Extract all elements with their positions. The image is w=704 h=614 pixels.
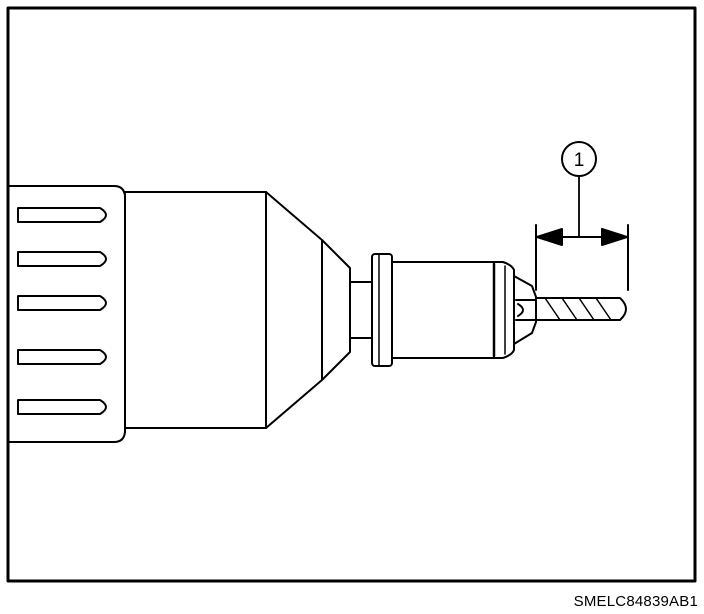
figure-frame <box>6 6 697 583</box>
callout-1-label: 1 <box>574 150 585 171</box>
drill-body <box>124 191 267 429</box>
dimension-marker <box>535 175 629 291</box>
drill-bit <box>535 297 627 321</box>
chuck-jaws <box>513 275 537 345</box>
chuck-sleeve <box>391 261 515 359</box>
grip-slots <box>17 207 107 415</box>
drill-nose <box>265 191 373 429</box>
callout-1: 1 <box>561 141 597 177</box>
chuck-collar <box>371 253 393 367</box>
figure-code: SMELC84839AB1 <box>573 593 698 610</box>
arrowhead-left <box>536 228 563 246</box>
drill-handle <box>7 185 126 443</box>
arrowhead-right <box>601 228 628 246</box>
